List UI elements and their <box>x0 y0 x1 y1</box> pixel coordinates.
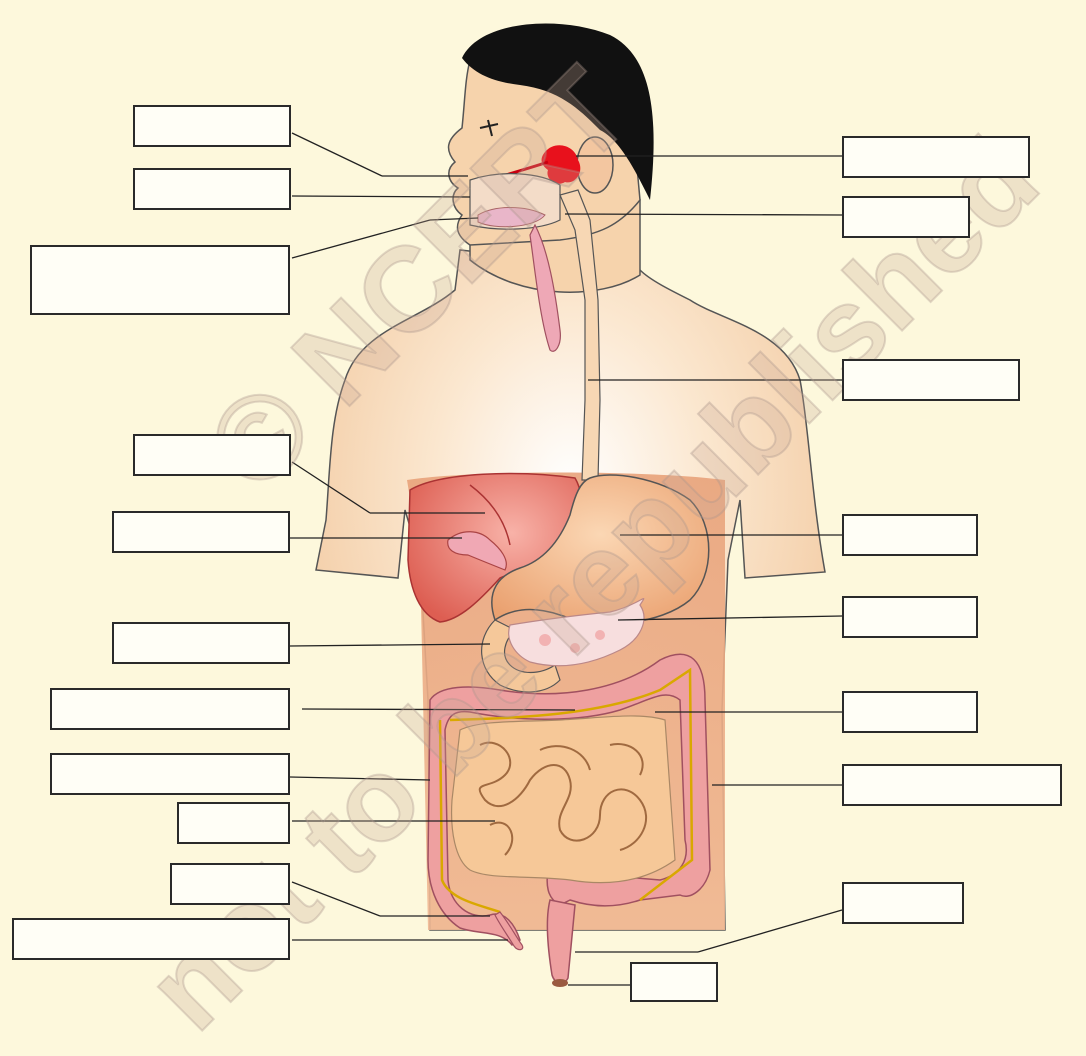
ear <box>577 137 613 193</box>
label-box-11[interactable] <box>12 918 290 960</box>
label-box-2[interactable] <box>133 168 291 210</box>
anus <box>552 979 568 987</box>
label-box-10[interactable] <box>170 863 290 905</box>
label-box-15[interactable] <box>842 514 978 556</box>
label-box-14[interactable] <box>842 359 1020 401</box>
label-box-1[interactable] <box>133 105 291 147</box>
label-box-3[interactable] <box>30 245 290 315</box>
label-box-9[interactable] <box>177 802 290 844</box>
leader-line-2 <box>292 196 470 197</box>
label-box-4[interactable] <box>133 434 291 476</box>
label-box-19[interactable] <box>842 882 964 924</box>
label-box-12[interactable] <box>842 136 1030 178</box>
label-box-8[interactable] <box>50 753 290 795</box>
leader-line-8 <box>290 777 430 780</box>
leader-line-10 <box>292 882 380 916</box>
label-box-13[interactable] <box>842 196 970 238</box>
label-box-17[interactable] <box>842 691 978 733</box>
label-box-7[interactable] <box>50 688 290 730</box>
label-box-6[interactable] <box>112 622 290 664</box>
leader-line-3 <box>292 220 430 258</box>
label-box-16[interactable] <box>842 596 978 638</box>
rectum <box>547 900 575 983</box>
digestive-system-diagram: © NCERT not to be republished <box>0 0 1086 1003</box>
leader-line-1 <box>292 133 382 176</box>
label-box-18[interactable] <box>842 764 1062 806</box>
label-box-5[interactable] <box>112 511 290 553</box>
label-box-20[interactable] <box>630 962 718 1002</box>
